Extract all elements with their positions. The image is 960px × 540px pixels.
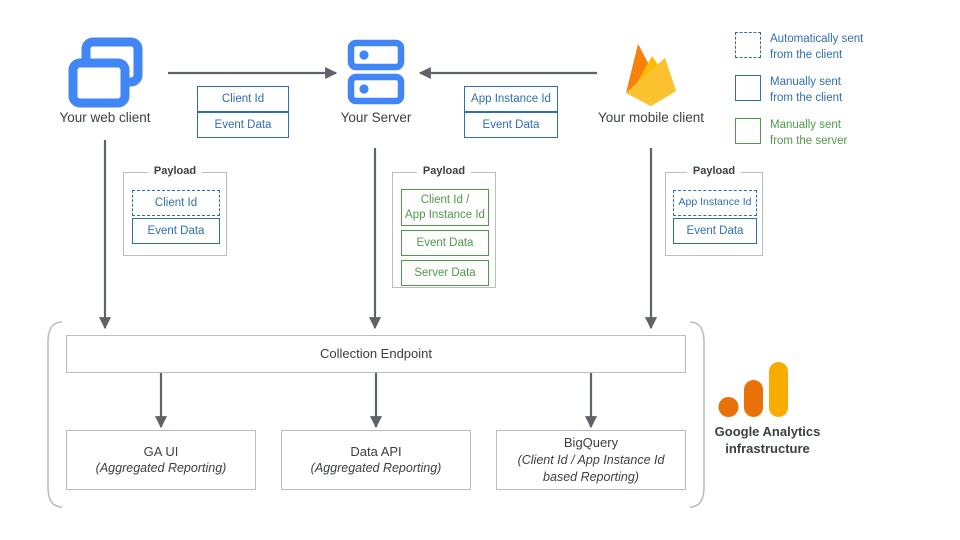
legend-label-manual-client: Manually sent from the client — [770, 76, 843, 104]
payload-server-event-data: Event Data — [401, 230, 489, 256]
transit-web-event-data: Event Data — [197, 112, 289, 138]
payload-mobile-client: Payload App Instance Id Event Data — [665, 165, 763, 256]
web-client-label: Your web client — [59, 110, 151, 125]
legend-item-auto-client: Automatically sent from the client — [735, 32, 950, 63]
google-analytics-logo — [718, 362, 788, 417]
infrastructure-bracket-right — [689, 321, 705, 508]
payload-server-identifier: Client Id / App Instance Id — [401, 189, 489, 226]
output-box-ga-ui: GA UI (Aggregated Reporting) — [66, 430, 256, 490]
payload-mobile-app-instance-id: App Instance Id — [673, 190, 757, 216]
ga-infrastructure-group — [700, 362, 835, 424]
collection-endpoint-box: Collection Endpoint — [66, 335, 686, 373]
output-bigquery-title: BigQuery — [563, 435, 619, 451]
payload-server-title: Payload — [416, 165, 472, 177]
legend: Automatically sent from the client Manua… — [735, 32, 950, 149]
ga-infrastructure-label: Google Analytics infrastructure — [714, 424, 821, 456]
output-bigquery-subtitle: (Client Id / App Instance Id based Repor… — [517, 452, 665, 484]
infrastructure-bracket — [47, 321, 63, 508]
output-ga-ui-subtitle: (Aggregated Reporting) — [95, 461, 227, 476]
payload-mobile-title: Payload — [686, 165, 742, 177]
payload-server: Payload Client Id / App Instance Id Even… — [392, 165, 496, 288]
output-box-data-api: Data API (Aggregated Reporting) — [281, 430, 471, 490]
legend-label-auto-client: Automatically sent from the client — [770, 33, 864, 61]
node-web-client — [58, 36, 153, 108]
legend-label-manual-server: Manually sent from the server — [770, 119, 848, 147]
legend-item-manual-client: Manually sent from the client — [735, 75, 950, 106]
node-server — [347, 39, 405, 106]
transit-mobile-app-instance-id: App Instance Id — [464, 86, 558, 112]
mobile-client-label: Your mobile client — [597, 110, 705, 125]
firebase-flame-icon — [626, 44, 676, 106]
legend-swatch-solid-blue — [735, 75, 761, 102]
legend-item-manual-server: Manually sent from the server — [735, 118, 950, 149]
payload-web-event-data: Event Data — [132, 218, 220, 244]
payload-server-server-data: Server Data — [401, 260, 489, 286]
node-mobile-client — [618, 36, 684, 108]
payload-web-client-id: Client Id — [132, 190, 220, 216]
transit-web-client-id: Client Id — [197, 86, 289, 112]
payload-mobile-event-data: Event Data — [673, 218, 757, 244]
output-data-api-title: Data API — [350, 443, 402, 459]
legend-swatch-solid-green — [735, 118, 761, 145]
payload-web-client: Payload Client Id Event Data — [123, 165, 227, 256]
output-box-bigquery: BigQuery (Client Id / App Instance Id ba… — [496, 430, 686, 490]
browser-windows-icon — [68, 37, 143, 108]
legend-swatch-dashed-blue — [735, 32, 761, 58]
payload-web-title: Payload — [147, 165, 203, 177]
collection-endpoint-label: Collection Endpoint — [319, 346, 433, 362]
transit-mobile-event-data: Event Data — [464, 112, 558, 138]
server-label: Your Server — [340, 110, 412, 125]
output-data-api-subtitle: (Aggregated Reporting) — [310, 461, 442, 476]
output-ga-ui-title: GA UI — [143, 443, 179, 459]
server-rack-icon — [347, 39, 405, 105]
